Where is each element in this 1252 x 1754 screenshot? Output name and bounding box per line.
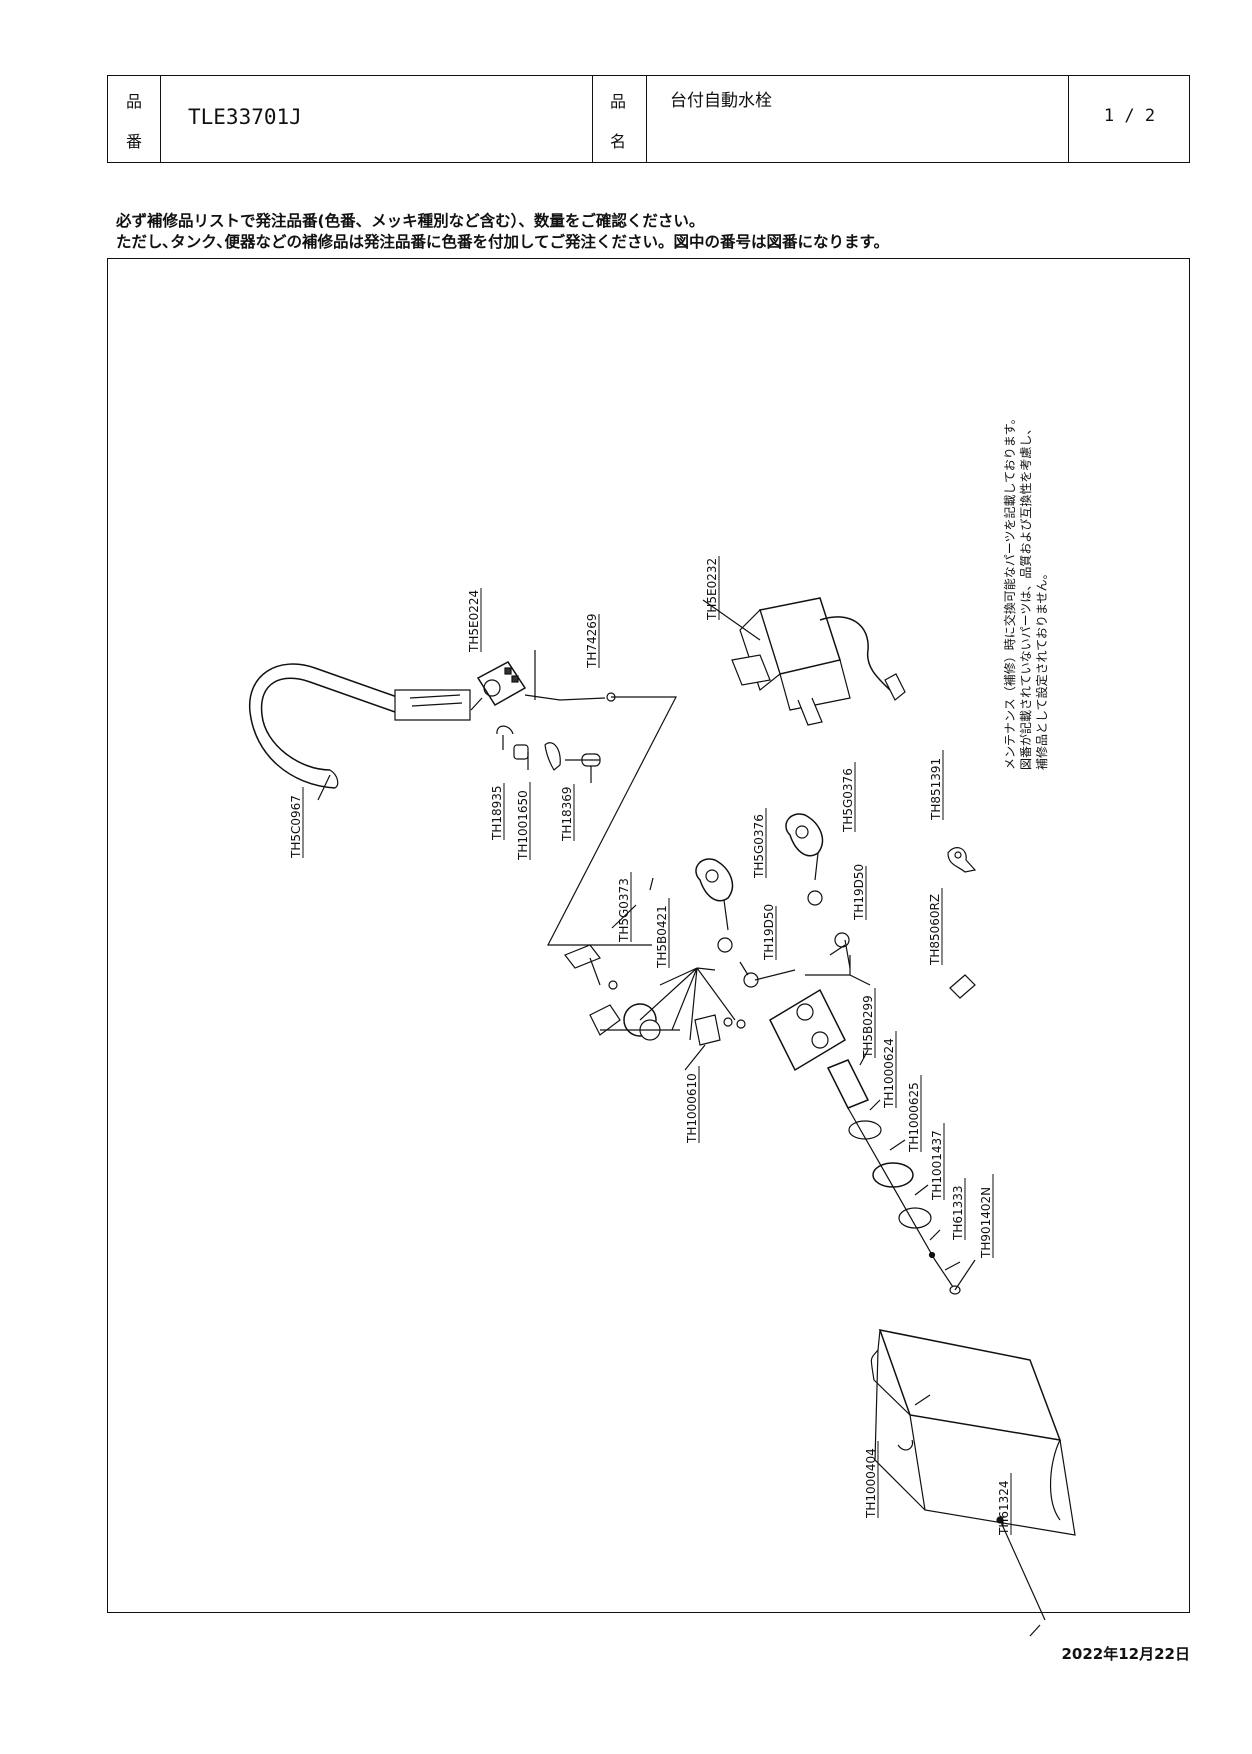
- part-label: TH1000625: [907, 1082, 921, 1153]
- part-label: TH18369: [560, 786, 574, 842]
- part-label: TH1001650: [516, 790, 530, 861]
- part-label: TH901402N: [979, 1187, 993, 1259]
- part-label: TH85060RZ: [928, 894, 942, 966]
- part-label: TH61333: [951, 1185, 965, 1241]
- part-label: TH19D50: [762, 904, 776, 961]
- part-label: TH5E0232: [705, 558, 719, 621]
- part-label: TH1000610: [685, 1073, 699, 1144]
- hinban-label: 品 番: [125, 92, 142, 151]
- hinmei-label: 品 名: [609, 92, 626, 151]
- notice-line-1: 必ず補修品リストで発注品番(色番、メッキ種別など含む）、数量をご確認ください。: [116, 212, 705, 230]
- part-label: TH5G0373: [617, 878, 631, 943]
- title-block: 品 番 TLE33701J 品 名 台付自動水栓 1 / 2: [107, 75, 1190, 163]
- part-label: TH5E0224: [467, 590, 481, 653]
- part-label: TH5G0376: [841, 768, 855, 833]
- page-number: 1 / 2: [1103, 106, 1156, 126]
- part-label: TH19D50: [852, 864, 866, 921]
- part-label: TH1000624: [882, 1038, 896, 1109]
- part-label: TH5B0421: [655, 905, 669, 969]
- product-name: 台付自動水栓: [670, 91, 772, 111]
- part-label: TH5B0299: [861, 995, 875, 1059]
- issue-date: 2022年12月22日: [1061, 1645, 1191, 1663]
- drawing-frame: [107, 258, 1190, 1613]
- part-label: TH18935: [490, 785, 504, 841]
- side-note-line-2: 図番が記載されていないパーツは、品質および互換性を考慮し、: [1018, 423, 1033, 770]
- product-code: TLE33701J: [188, 105, 302, 129]
- part-label: TH61324: [997, 1480, 1011, 1536]
- side-note-line-1: メンテナンス（補修）時に交換可能なパーツを記載しております。: [1002, 412, 1017, 770]
- part-label: TH5C0967: [289, 795, 303, 859]
- part-label: TH74269: [585, 613, 599, 669]
- side-note-line-3: 補修品として設定されておりません。: [1034, 567, 1049, 770]
- part-label: TH1000404: [864, 1448, 878, 1519]
- notice-line-2: ただし､タンク､便器などの補修品は発注品番に色番を付加してご発注ください。図中の…: [116, 233, 889, 251]
- part-label: TH851391: [929, 758, 943, 821]
- part-label: TH1001437: [930, 1130, 944, 1201]
- part-label: TH5G0376: [752, 814, 766, 879]
